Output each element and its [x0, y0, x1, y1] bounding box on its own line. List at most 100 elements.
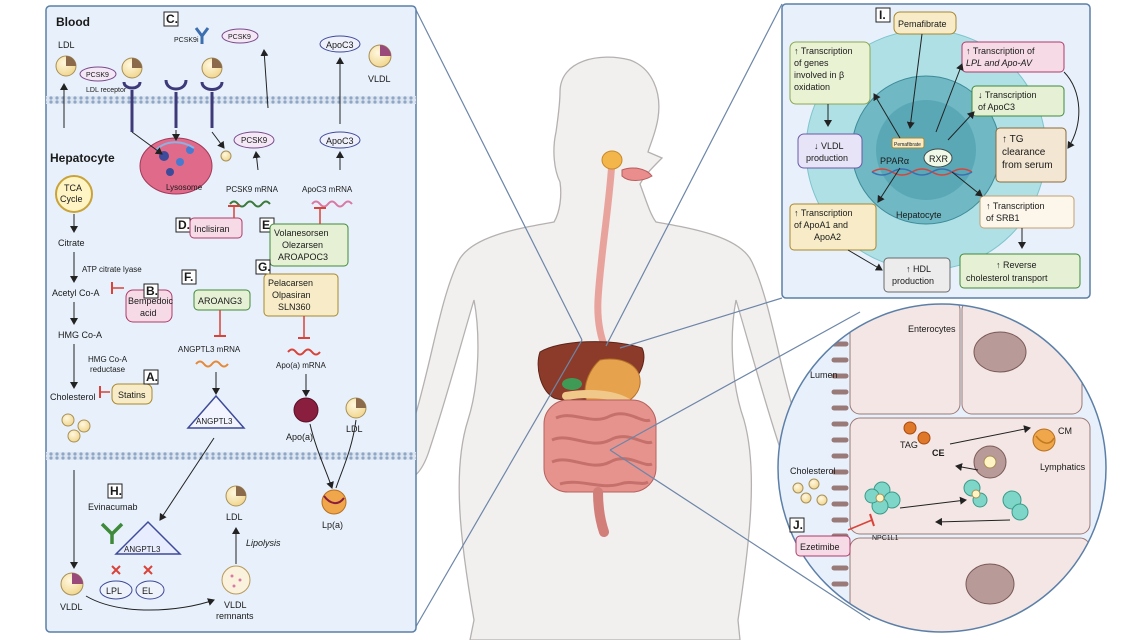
apoc3-label-blood: ApoC3 — [326, 40, 354, 50]
angptl3-mrna-label: ANGPTL3 mRNA — [178, 345, 241, 354]
rxr-label: RXR — [929, 154, 949, 164]
tca-line2: Cycle — [60, 194, 83, 204]
evinacumab-label: Evinacumab — [88, 502, 138, 512]
pelacarsen-line3: SLN360 — [278, 302, 311, 312]
vldl-particle-bottom — [60, 572, 84, 596]
ldl-receptor-complex: PCSK9 LDL receptor — [79, 57, 143, 132]
dna-helix — [871, 168, 973, 176]
hmg-coa-label: HMG Co-A — [58, 330, 102, 340]
salivary-gland — [601, 150, 623, 170]
label-top-right-vldl-prod-0: ↓ VLDL — [814, 141, 844, 151]
label-top-right-srb1-0: ↑ Transcription — [986, 201, 1045, 211]
label-top-right-tg-clear-0: ↑ TG — [1002, 134, 1024, 145]
letter-j: J. — [793, 518, 803, 532]
vldl-remnants-particle — [221, 565, 251, 595]
cholesterol-particles-br — [792, 478, 828, 506]
label-top-right-beta-ox-0: ↑ Transcription — [794, 46, 853, 56]
box-vldl-production: ↓ VLDL production — [797, 133, 863, 169]
pelacarsen-line1: Pelacarsen — [268, 278, 313, 288]
vldl-particle-top — [368, 44, 392, 68]
left-panel: Blood Hepatocyte LDL PCSK9 LDL receptor — [45, 5, 417, 633]
label-top-right-beta-ox-3: oxidation — [794, 82, 830, 92]
letter-f: F. — [184, 270, 193, 284]
letter-b: B. — [146, 284, 158, 298]
label-top-right-apoa1-1: of ApoA1 and — [794, 220, 848, 230]
label-top-right-tg-clear-2: from serum — [1002, 160, 1053, 171]
box-lpl-apoav: ↑ Transcription of LPL and Apo-AV — [961, 41, 1065, 73]
ce-label: CE — [932, 448, 945, 458]
top-right-panel: Hepatocyte I. Pemafibrate Pemafibrate PP… — [781, 3, 1091, 299]
letter-e: E. — [262, 218, 273, 232]
label-top-right-apoc3-down-1: of ApoC3 — [978, 102, 1015, 112]
vesicle-transport — [963, 479, 1029, 521]
pemafibrate-label: Pemafibrate — [898, 19, 947, 29]
ldl-receptor-label: LDL receptor — [86, 87, 127, 94]
label-top-right-lpl-apoav-0: ↑ Transcription of — [966, 46, 1035, 56]
el-label: EL — [142, 586, 153, 596]
cholesterol-particles — [61, 413, 91, 443]
pcsk9-label-c: PCSK9 — [228, 34, 251, 41]
apoa-mrna-label: Apo(a) mRNA — [276, 361, 326, 370]
ldl-particle-hep — [345, 397, 367, 419]
letter-c: C. — [166, 12, 178, 26]
angptl3-label: ANGPTL3 — [196, 417, 233, 426]
label-top-right-reverse-1: cholesterol transport — [966, 273, 1048, 283]
volanesorsen-line2: Olezarsen — [282, 240, 323, 250]
pcsk9-antibody-icon — [194, 27, 210, 44]
lysosome-label: Lysosome — [166, 183, 203, 192]
label-top-right-vldl-prod-1: production — [806, 153, 848, 163]
pcsk9i-label: PCSK9i — [174, 37, 199, 44]
lpl-label: LPL — [106, 586, 122, 596]
label-top-right-beta-ox-1: of genes — [794, 58, 829, 68]
tag-particles — [903, 421, 931, 445]
pcsk9-mrna-label: PCSK9 mRNA — [226, 185, 279, 194]
ppara-label: PPARα — [880, 156, 909, 166]
connector-lines — [413, 3, 871, 631]
statins-label: Statins — [118, 390, 146, 400]
ldl-label-top: LDL — [58, 40, 75, 50]
volanesorsen-line3: AROAPOC3 — [278, 252, 328, 262]
apoc3-label-hep: ApoC3 — [326, 136, 354, 146]
box-beta-oxidation: ↑ Transcription of genes involved in β o… — [789, 41, 871, 105]
bottom-right-panel: Enterocytes Lumen TAG CE CM Lymphatics C… — [777, 303, 1107, 633]
lpl-enzyme: LPL — [99, 565, 133, 600]
letter-d: D. — [178, 218, 190, 232]
npc1l1-transporter — [864, 481, 901, 515]
cholesterol-label: Cholesterol — [50, 392, 96, 402]
pelacarsen-line2: Olpasiran — [272, 290, 311, 300]
ldl-particle — [55, 55, 77, 77]
volanesorsen-line1: Volanesorsen — [274, 228, 329, 238]
letter-h: H. — [110, 484, 122, 498]
inclisiran-label: Inclisiran — [194, 224, 230, 234]
label-top-right-tg-clear-1: clearance — [1002, 147, 1046, 158]
aroang3-label: AROANG3 — [198, 296, 242, 306]
label-top-right-srb1-1: of SRB1 — [986, 213, 1020, 223]
letter-a: A. — [146, 370, 158, 384]
box-tg-clearance: ↑ TG clearance from serum — [995, 127, 1067, 183]
letter-i: I. — [879, 8, 886, 22]
label-top-right-hdl-1: production — [892, 276, 934, 286]
apoa-label: Apo(a) — [286, 432, 313, 442]
box-reverse-cholesterol: ↑ Reverse cholesterol transport — [959, 253, 1081, 289]
label-top-right-apoc3-down-0: ↓ Transcription — [978, 90, 1037, 100]
angptl3-triangle — [186, 394, 246, 429]
label-top-right-reverse-0: ↑ Reverse — [996, 260, 1037, 270]
hepatocyte-label-tr: Hepatocyte — [896, 210, 942, 220]
lymphatics-label: Lymphatics — [1040, 462, 1086, 472]
hmg-coa-reductase-label-1: HMG Co-A — [88, 355, 128, 364]
pemafibrate-small: Pemafibrate — [894, 142, 921, 148]
angptl3-triangle-bound — [114, 520, 182, 555]
citrate-label: Citrate — [58, 238, 85, 248]
lpa-label: Lp(a) — [322, 520, 343, 530]
ldl-receptor-2 — [164, 79, 188, 128]
el-enzyme: EL — [135, 565, 165, 600]
npc1l1-label: NPC1L1 — [872, 535, 899, 542]
pcsk9-label-hep: PCSK9 — [241, 136, 268, 145]
human-body — [401, 56, 809, 640]
ezetimibe-label: Ezetimibe — [800, 542, 840, 552]
apoa-particle — [293, 397, 319, 423]
pcsk9-label-blood: PCSK9 — [86, 72, 109, 79]
box-apoc3-down: ↓ Transcription of ApoC3 — [971, 85, 1065, 117]
blood-title: Blood — [56, 15, 90, 29]
